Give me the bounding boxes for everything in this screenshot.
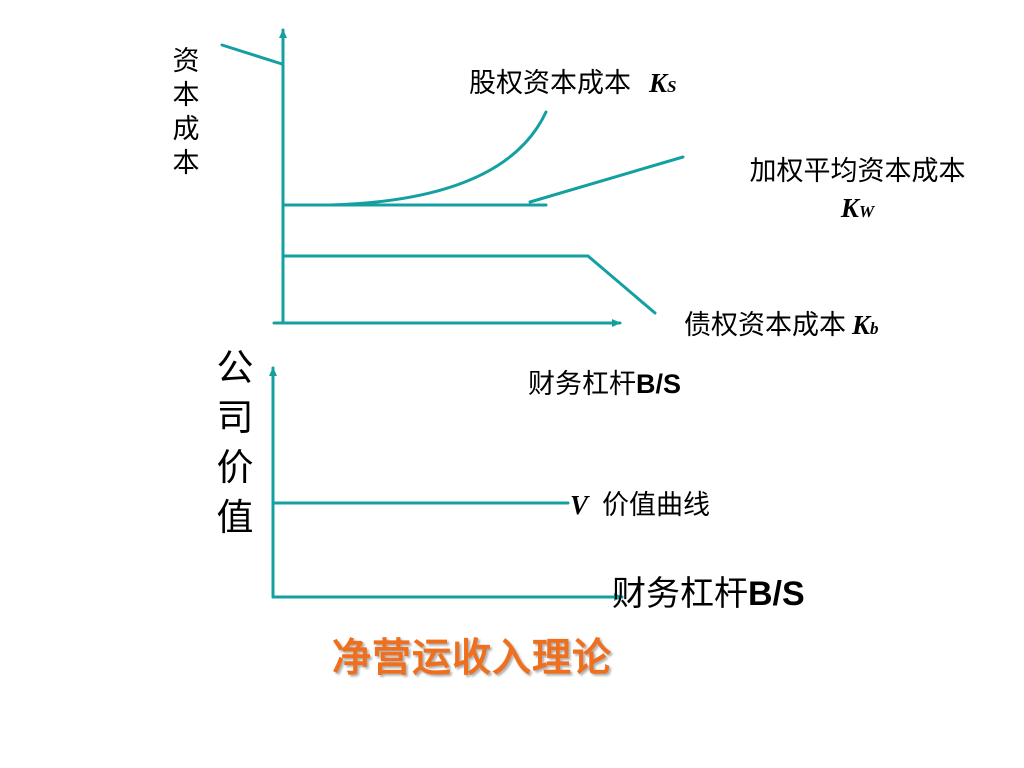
wacc-pointer: [528, 155, 685, 204]
debt-cost-curve: [281, 254, 657, 315]
top-y-axis-label: 资 本 成 本: [171, 45, 201, 181]
wacc-symbol: K: [840, 193, 859, 223]
bottom-x-axis-label: 财务杠杆B/S: [612, 577, 805, 611]
y-label-text: 资 本 成 本: [172, 46, 200, 179]
bottom-x-axis-latin: B/S: [748, 575, 805, 613]
debt-cost-symbol: K: [852, 310, 871, 340]
value-curve-text: 价值曲线: [602, 490, 711, 521]
value-symbol: V: [570, 490, 589, 520]
top-x-axis-text: 财务杠杆: [528, 369, 636, 400]
value-curve-label: V 价值曲线: [570, 490, 711, 521]
equity-cost-subscript: S: [667, 77, 677, 96]
wacc-subscript: W: [858, 202, 875, 221]
y-label-pointer: [220, 43, 284, 66]
bottom-x-axis-text: 财务杠杆: [612, 574, 748, 614]
equity-cost-symbol: K: [649, 68, 668, 98]
top-x-axis-latin: B/S: [636, 369, 682, 399]
equity-cost-text: 股权资本成本: [469, 68, 631, 99]
equity-cost-curve: [281, 110, 548, 207]
wacc-text: 加权平均资本成本: [749, 156, 966, 187]
slide-title: 净营运收入理论: [332, 636, 613, 681]
bottom-y-axis-label: 公 司 价 值: [213, 343, 257, 543]
bottom-y-label-text: 公 司 价 值: [216, 346, 254, 539]
top-x-axis-label: 财务杠杆B/S: [528, 369, 682, 400]
equity-cost-label: 股权资本成本 KS: [469, 68, 677, 99]
wacc-label: 加权平均资本成本 KW: [720, 158, 995, 222]
debt-cost-subscript: b: [870, 319, 879, 338]
debt-cost-text: 债权资本成本: [684, 310, 846, 341]
